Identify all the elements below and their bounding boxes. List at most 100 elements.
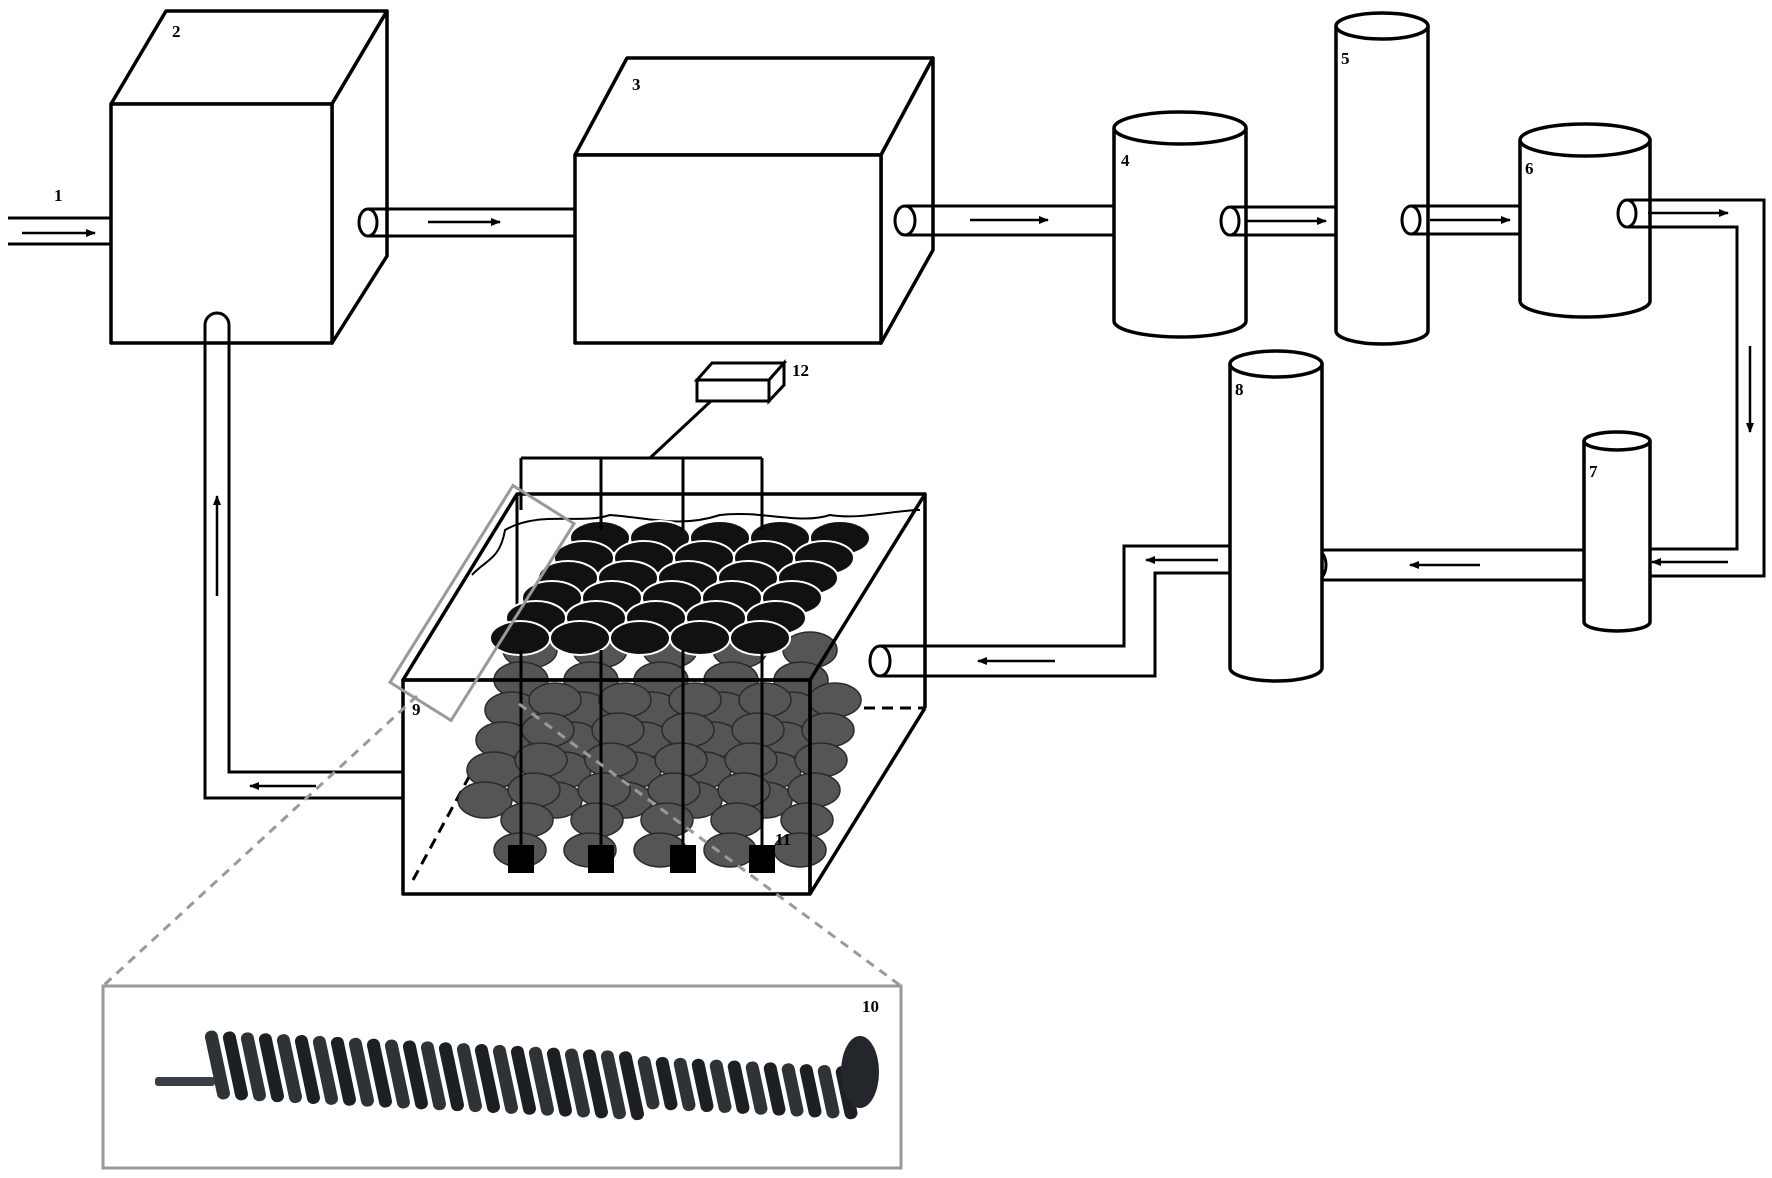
disc-top — [729, 620, 791, 656]
disc-back — [647, 772, 701, 808]
electrode-fin — [420, 1041, 446, 1111]
label-3: 3 — [632, 75, 641, 94]
electrode-fin — [438, 1042, 464, 1112]
disc-back — [570, 802, 624, 838]
electrode-fin — [745, 1061, 768, 1115]
label-11: 11 — [775, 830, 791, 849]
label-12: 12 — [792, 361, 809, 380]
electrode-fin — [582, 1049, 608, 1119]
wiring — [519, 399, 764, 530]
label-8: 8 — [1235, 380, 1244, 399]
unit-4-tank — [1112, 110, 1248, 339]
electrode-shaft — [155, 1077, 215, 1086]
disc-back — [661, 712, 715, 748]
pipe-2-to-3 — [357, 207, 575, 238]
power-supply-12 — [693, 359, 788, 405]
spiral-disc-electrode-photo — [155, 1030, 879, 1121]
disc-back — [731, 712, 785, 748]
reactor-9-front — [401, 492, 927, 896]
electrode-fin — [618, 1051, 644, 1121]
electrode-fin — [637, 1056, 660, 1110]
disc-back — [724, 742, 778, 778]
pipe-3-to-4 — [893, 204, 1114, 237]
disc-back — [738, 682, 792, 718]
terminal-block — [508, 845, 534, 873]
zoom-callout — [101, 483, 902, 988]
disc-top — [549, 620, 611, 656]
electrode-fin — [294, 1035, 320, 1104]
unit-6-tank — [1518, 122, 1652, 319]
disc-back — [514, 742, 568, 778]
label-5: 5 — [1341, 49, 1350, 68]
unit-5-column — [1334, 11, 1430, 346]
electrode-fin — [655, 1056, 678, 1111]
disc-top — [609, 620, 671, 656]
label-6: 6 — [1525, 159, 1534, 178]
disc-back — [500, 802, 554, 838]
disc-back — [507, 772, 561, 808]
zoom-source-box — [387, 483, 577, 723]
label-9: 9 — [412, 700, 421, 719]
electrode-fin — [691, 1058, 714, 1113]
disc-back — [808, 682, 862, 718]
disc-back — [710, 802, 764, 838]
label-10: 10 — [862, 997, 879, 1016]
return-pipe-9-to-2 — [203, 311, 403, 800]
electrode-fin — [600, 1050, 626, 1120]
inlet-pipe — [8, 216, 111, 246]
disc-back — [787, 772, 841, 808]
disc-back — [703, 832, 757, 868]
label-1: 1 — [54, 186, 63, 205]
electrode-discs-back-layer — [457, 631, 862, 868]
unit-7-column — [1582, 430, 1652, 633]
electrode-fin — [384, 1039, 410, 1109]
unit-3-box — [573, 56, 935, 345]
electrode-rods — [508, 650, 775, 873]
electrode-fin — [817, 1065, 840, 1119]
electrode-fin — [312, 1035, 338, 1105]
electrode-fin — [348, 1037, 374, 1107]
electrode-fin — [474, 1044, 500, 1113]
pipe-8-to-9 — [868, 544, 1230, 678]
electrode-fin — [528, 1046, 554, 1116]
electrode-discs-top-layer — [489, 520, 871, 656]
disc-back — [528, 682, 582, 718]
electrode-fin — [510, 1045, 536, 1115]
inset-10 — [101, 984, 903, 1170]
pipe-4-to-5 — [1219, 205, 1336, 237]
disc-back — [521, 712, 575, 748]
terminal-block — [588, 845, 614, 873]
pipe-7-to-8 — [1304, 548, 1584, 582]
labels: 1 2 3 4 5 6 7 8 9 10 11 12 — [54, 22, 1598, 1016]
electrode-fin — [781, 1063, 804, 1117]
terminal-block — [749, 845, 775, 873]
label-2: 2 — [172, 22, 181, 41]
label-7: 7 — [1589, 462, 1598, 481]
electrode-fin — [546, 1047, 572, 1117]
electrode-fin — [222, 1031, 248, 1101]
electrode-end-cap — [841, 1036, 879, 1108]
electrode-fin — [330, 1036, 356, 1106]
electrode-fin — [564, 1048, 590, 1118]
disc-back — [794, 742, 848, 778]
electrode-fin — [799, 1064, 822, 1118]
electrode-fin — [763, 1062, 786, 1116]
disc-back — [577, 772, 631, 808]
electrode-fin — [709, 1059, 732, 1113]
disc-back — [640, 802, 694, 838]
electrode-fin — [240, 1032, 266, 1102]
electrode-fin — [673, 1057, 696, 1112]
pipe-5-to-6 — [1400, 204, 1520, 236]
label-4: 4 — [1121, 151, 1130, 170]
electrode-fin — [204, 1030, 230, 1100]
unit-8-column — [1228, 349, 1324, 683]
disc-back — [668, 682, 722, 718]
disc-top — [669, 620, 731, 656]
electrode-fin — [402, 1040, 428, 1110]
electrode-fin — [258, 1033, 284, 1103]
electrode-fin — [276, 1034, 302, 1104]
electrode-fin — [492, 1044, 518, 1114]
electrode-fin — [727, 1060, 750, 1114]
